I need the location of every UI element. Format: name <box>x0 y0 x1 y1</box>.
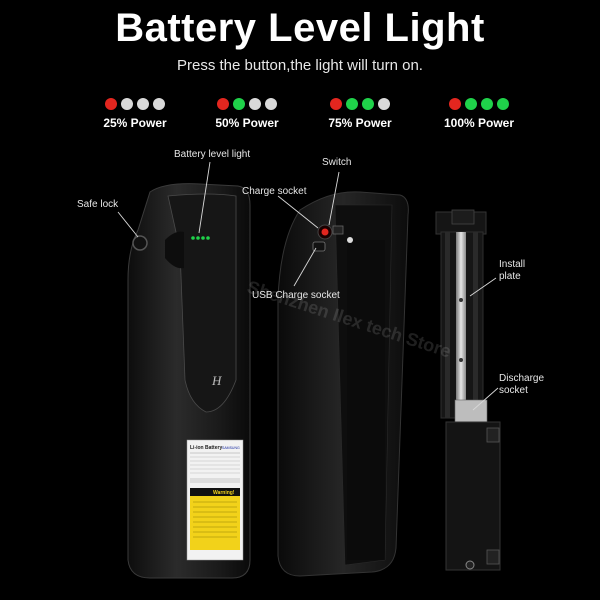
page-subtitle: Press the button,the light will turn on. <box>177 57 423 74</box>
indicator-dot-red <box>449 98 461 110</box>
indicator-dot-green <box>497 98 509 110</box>
callout-install-plate: Install plate <box>499 259 526 282</box>
indicator-dot-white <box>137 98 149 110</box>
led-dot <box>191 236 195 240</box>
indicator-dot-white <box>121 98 133 110</box>
level-label: 75% Power <box>328 116 392 130</box>
led-dot <box>196 236 200 240</box>
callout-charge-socket: Charge socket <box>242 186 307 197</box>
indicator-dot-green <box>233 98 245 110</box>
callout-discharge-socket: Discharge socket <box>499 373 545 396</box>
discharge-socket-icon <box>454 399 488 423</box>
led-dot <box>206 236 210 240</box>
battery-side-view <box>277 191 409 577</box>
indicator-dot-red <box>330 98 342 110</box>
indicator-dot-red <box>217 98 229 110</box>
sticker-brand: SAMSUNG <box>222 446 240 450</box>
level-label: 50% Power <box>215 116 279 130</box>
indicator-dot-red <box>105 98 117 110</box>
level-100: 100% Power <box>424 98 534 130</box>
battery-front-view: H Li-ion Battery SAMSUNG Warning! <box>127 183 251 579</box>
callout-switch: Switch <box>322 157 352 168</box>
led-dot <box>201 236 205 240</box>
level-dots <box>80 98 190 110</box>
indicator-dot-green <box>465 98 477 110</box>
callout-battery-level-light: Battery level light <box>174 149 251 160</box>
level-label: 25% Power <box>103 116 167 130</box>
indicator-dot-white <box>378 98 390 110</box>
level-50: 50% Power <box>192 98 302 130</box>
level-label: 100% Power <box>443 116 515 130</box>
level-75: 75% Power <box>305 98 415 130</box>
charge-socket-icon <box>332 225 344 235</box>
callout-lines <box>117 161 499 411</box>
indicator-dot-white <box>153 98 165 110</box>
level-dots <box>305 98 415 110</box>
indicator-dot-green <box>481 98 493 110</box>
callout-safe-lock: Safe lock <box>77 199 119 210</box>
battery-label-sticker: Li-ion Battery SAMSUNG Warning! <box>186 439 244 561</box>
level-dots <box>192 98 302 110</box>
indicator-dot-green <box>346 98 358 110</box>
callout-usb-charge-socket: USB Charge socket <box>252 290 340 301</box>
indicator-dot-white <box>249 98 261 110</box>
indicator-dot-green <box>362 98 374 110</box>
page-title: Battery Level Light <box>115 6 485 50</box>
logo-mark: H <box>211 373 222 388</box>
sticker-heading: Li-ion Battery <box>190 445 222 451</box>
level-dots <box>424 98 534 110</box>
level-25: 25% Power <box>80 98 190 130</box>
install-plate-view <box>435 209 501 571</box>
safe-lock-knob <box>132 235 148 251</box>
sticker-warning: Warning! <box>213 490 235 496</box>
indicator-dot-white <box>265 98 277 110</box>
